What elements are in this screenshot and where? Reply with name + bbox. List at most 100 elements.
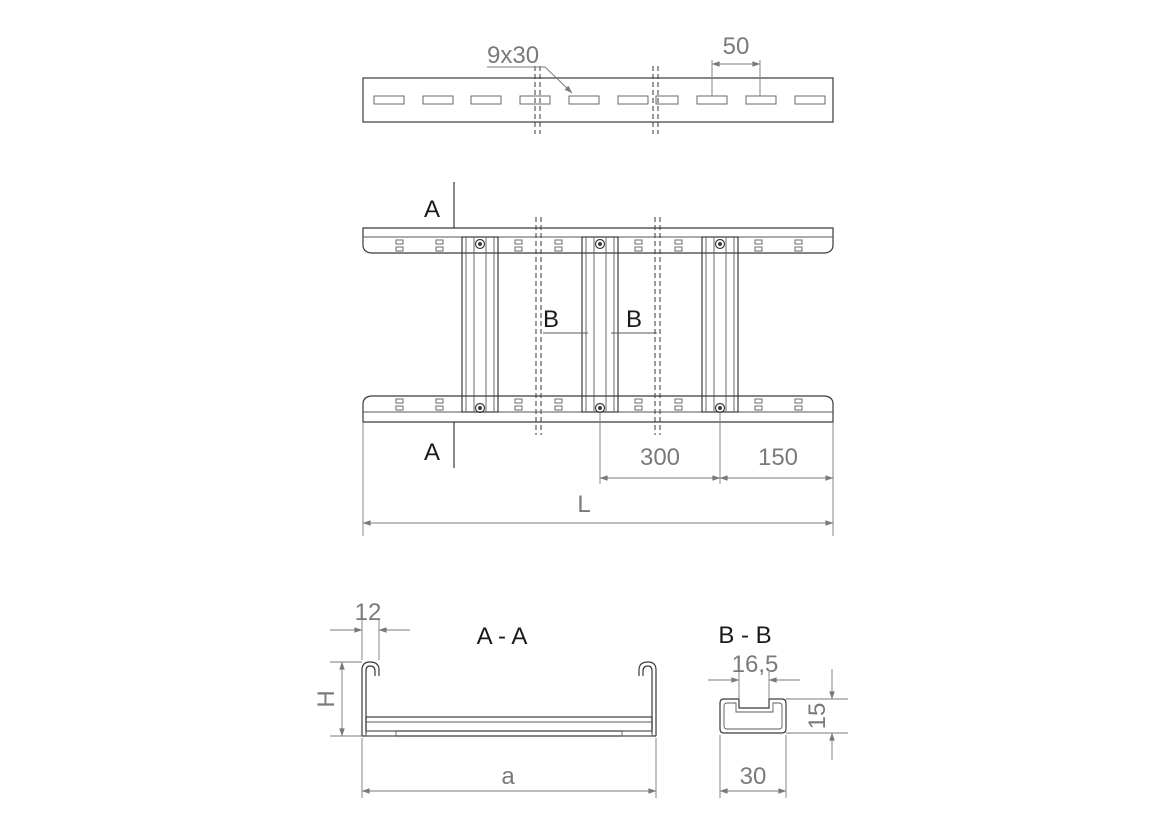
width-label: a [501, 763, 515, 790]
slot-size-label: 9x30 [487, 42, 539, 69]
profile-width-label: 30 [740, 763, 767, 790]
rung-outline [701, 236, 739, 413]
rail-slot [554, 398, 563, 404]
strip-break-left [534, 66, 541, 134]
section-aa-title: A - A [477, 623, 528, 650]
rail-slot [674, 239, 683, 245]
ladder-break-left [535, 217, 542, 435]
rung-bolt [594, 238, 606, 250]
rung-foot-right [621, 730, 653, 737]
rung-spacing-label: 300 [640, 444, 680, 471]
strip-slot [470, 95, 502, 105]
rail-slot [514, 405, 523, 411]
rail-slot [435, 246, 444, 252]
rail-slot [754, 398, 763, 404]
ladder-top-view: B B A A 300 150 L [362, 182, 834, 536]
section-a-marker-top: A [424, 196, 440, 223]
rail-slot [794, 246, 803, 252]
rail-slot [395, 246, 404, 252]
right-rail-profile-outer [638, 661, 657, 736]
rail-slot [435, 239, 444, 245]
left-rail-profile-outer [361, 661, 380, 736]
bottom-side-rail [362, 395, 834, 423]
rung-cross-section-inner [723, 702, 783, 730]
profile-height-label: 15 [804, 703, 831, 730]
rail-slot [634, 405, 643, 411]
section-b-marker-right: B [626, 306, 642, 333]
rung-outline [461, 236, 499, 413]
strip-slot [617, 95, 649, 105]
strip-slot [745, 95, 777, 105]
right-rail-profile-inner [642, 665, 653, 734]
top-side-rail [362, 227, 834, 254]
rail-slot [754, 405, 763, 411]
strip-slot [519, 95, 551, 105]
section-bb-title: B - B [718, 622, 771, 649]
rung-bolt-center [718, 242, 722, 246]
section-a-marker-bottom: A [424, 439, 440, 466]
strip-slot [696, 95, 728, 105]
left-rail-profile-inner [365, 665, 376, 734]
rail-slots [395, 239, 803, 411]
strip-outline [362, 77, 834, 123]
strip-slot [373, 95, 405, 105]
strip-slot [655, 95, 679, 105]
rung-bolt [714, 238, 726, 250]
strip-slot [568, 95, 600, 105]
rung-bolt [474, 238, 486, 250]
rung-bolt-center [598, 406, 602, 410]
rung-bolt [474, 402, 486, 414]
rail-slot [754, 239, 763, 245]
rung-cross-section-outer [719, 698, 787, 734]
rail-slot [395, 405, 404, 411]
rail-slot [794, 405, 803, 411]
rail-slot [634, 246, 643, 252]
end-distance-label: 150 [758, 444, 798, 471]
rung-bolt-center [718, 406, 722, 410]
rail-slot [554, 405, 563, 411]
strip-slot [794, 95, 826, 105]
rail-slot [514, 246, 523, 252]
rungs [461, 236, 739, 414]
side-rail-strip-view: 9x30 50 [362, 33, 834, 134]
rail-slot [554, 239, 563, 245]
rung-bolt-center [598, 242, 602, 246]
height-label: H [313, 690, 340, 707]
rail-slot [794, 239, 803, 245]
rail-slot [634, 239, 643, 245]
rail-slot [634, 398, 643, 404]
rail-slot [674, 246, 683, 252]
pitch-label: 50 [723, 33, 750, 60]
section-b-marker-left: B [543, 306, 559, 333]
slot-leader-arrow [544, 66, 573, 94]
strip-slots [373, 95, 826, 105]
rail-slot [435, 405, 444, 411]
rail-slot [395, 398, 404, 404]
rail-slot [554, 246, 563, 252]
rung-bolt-center [478, 406, 482, 410]
rail-slot [435, 398, 444, 404]
rail-slot [794, 398, 803, 404]
rail-slot [674, 405, 683, 411]
rung-bolt-center [478, 242, 482, 246]
rail-slot [754, 246, 763, 252]
section-a-a: A - A 12 H a [313, 599, 657, 798]
length-label: L [577, 491, 590, 518]
rung-profile [365, 716, 653, 732]
rung [701, 236, 739, 414]
ladder-break-right [654, 217, 661, 435]
rung-outline [581, 236, 619, 413]
rail-slot [395, 239, 404, 245]
strip-slot [422, 95, 454, 105]
rail-slot [514, 239, 523, 245]
section-b-b: B - B 16,5 15 30 [708, 622, 848, 798]
rung [581, 236, 619, 414]
strip-break-right [652, 66, 659, 134]
lip-width-label: 12 [355, 599, 382, 626]
rail-slot [674, 398, 683, 404]
slot-width-label: 16,5 [732, 651, 779, 678]
rung-foot-left [365, 730, 397, 737]
rail-slot [514, 398, 523, 404]
rung [461, 236, 499, 414]
